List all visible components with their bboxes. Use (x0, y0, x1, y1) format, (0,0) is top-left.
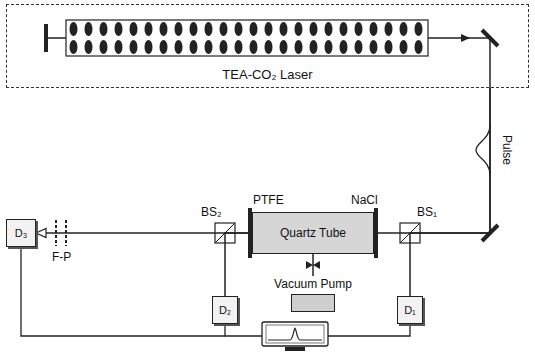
laser-tube (66, 20, 428, 56)
beam-line (489, 38, 491, 88)
signal-wire (225, 324, 262, 336)
beam-path (312, 254, 314, 276)
signal-wire (328, 324, 410, 336)
arrow-head (36, 229, 46, 238)
beam-path (36, 232, 252, 234)
laser-title: TEA-CO₂ Laser (222, 67, 312, 82)
detector-box: D₃ (6, 219, 36, 247)
beam-path (410, 88, 490, 296)
part-label: BS₁ (416, 205, 438, 219)
beam-path (225, 233, 252, 296)
laser-box: TEA-CO₂ Laser (6, 4, 529, 88)
beam-arrow (461, 34, 470, 42)
pump-box: Vacuum Pump (263, 276, 363, 312)
monitor-base (285, 347, 305, 351)
beam-line (46, 37, 66, 39)
monitor-screen (266, 325, 324, 343)
beam-line (428, 37, 490, 39)
tube-box: Quartz Tube (252, 212, 374, 254)
signal-trace (268, 328, 322, 340)
pulse-shape (476, 125, 490, 175)
beam-label: Pulse (500, 134, 514, 166)
signal-wire (21, 247, 225, 336)
pump-label: Vacuum Pump (274, 277, 352, 291)
part-label: NaCl (350, 193, 379, 207)
detector-label: D₂ (219, 304, 231, 317)
mirror (482, 30, 498, 46)
detector-label: D₁ (404, 304, 416, 317)
tube-label: Quartz Tube (280, 226, 346, 240)
detector-box: D₁ (397, 296, 423, 324)
pump-body (291, 294, 335, 312)
detector-box: D₂ (212, 296, 238, 324)
part-label: F-P (51, 250, 72, 264)
detector-label: D₃ (15, 227, 27, 240)
monitor (262, 322, 328, 346)
part-label: BS₂ (200, 205, 223, 219)
beam-path (374, 88, 490, 233)
part-label: PTFE (252, 193, 285, 207)
